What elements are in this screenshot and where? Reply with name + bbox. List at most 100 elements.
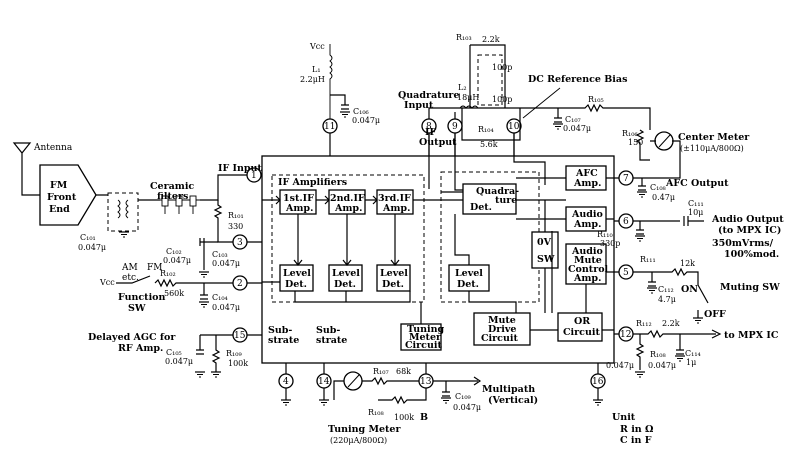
pin-7: 7 [618, 170, 634, 186]
pin-12: 12 [618, 326, 634, 342]
if-transformer [107, 192, 139, 232]
c111-value: 10μ [688, 208, 703, 217]
if-output-label: IF [425, 127, 436, 138]
if-output-label-2: Output [419, 137, 457, 148]
substrate-label-2: Sub- [316, 325, 340, 336]
muting-off-label: OFF [704, 309, 726, 320]
l1-value: 2.2μH [300, 75, 325, 84]
svg-text:Tuning: Tuning [407, 324, 445, 335]
quadrature-input-label: Quadrature [398, 90, 460, 101]
r112-label: R₁₁₂ [636, 319, 652, 328]
r110-label: R₁₁₀ [597, 230, 613, 239]
afc-output-label: AFC Output [665, 178, 729, 189]
muting-switch[interactable] [697, 284, 709, 318]
am-label: AM [121, 263, 138, 273]
tuning-meter-circuit: Tuning Meter Circuit [400, 323, 445, 351]
svg-text:2: 2 [237, 279, 243, 289]
svg-text:OR: OR [574, 316, 590, 327]
svg-text:4: 4 [283, 377, 289, 387]
svg-text:Drive: Drive [488, 324, 516, 335]
multipath-label-2: (Vertical) [488, 395, 538, 406]
fm-label: FM [147, 263, 162, 273]
pin-5: 5 [618, 264, 634, 280]
c101-value: 0.047μ [78, 243, 106, 252]
svg-text:ture: ture [495, 195, 517, 206]
ceramic-label-1: Ceramic [150, 181, 194, 192]
r104-label: R₁₀₄ [478, 125, 494, 134]
unit-c-label: C in F [620, 435, 652, 446]
substrate-label-1: Sub- [268, 325, 292, 336]
svg-text:Mute: Mute [488, 315, 516, 326]
svg-text:3rd.IF: 3rd.IF [378, 193, 411, 204]
svg-text:9: 9 [452, 122, 458, 132]
svg-text:5: 5 [623, 268, 629, 278]
if-amp-3: 3rd.IF Amp. [376, 189, 414, 215]
quadrature-det: Quadra- ture Det. [462, 183, 519, 215]
audio-mute-control-amp: Audio Mute Control Amp. [565, 243, 609, 285]
pins: 1 2 3 4 5 6 7 8 9 10 11 12 13 14 15 16 [232, 118, 634, 389]
svg-text:FM: FM [50, 180, 68, 191]
level-det-3: Level Det. [376, 264, 411, 292]
to-mpx-label: to MPX IC [724, 330, 779, 341]
svg-text:End: End [49, 204, 70, 215]
svg-text:Level: Level [283, 268, 311, 279]
svg-text:Circuit: Circuit [481, 333, 518, 344]
vcc-top-label: Vcc [309, 42, 325, 51]
c102-label: C₁₀₂ [166, 247, 182, 256]
pin-16: 16 [590, 373, 606, 389]
r107-label: R₁₀₇ [373, 367, 389, 376]
pin-9: 9 [447, 118, 463, 134]
unit-label: Unit [612, 412, 636, 423]
svg-text:SW: SW [537, 254, 555, 265]
svg-text:Det.: Det. [470, 202, 492, 213]
audio-output-label-4: 100%mod. [724, 249, 779, 260]
r103-label: R₁₀₃ [456, 33, 472, 42]
vcc-function-label: Vcc [99, 278, 115, 287]
quadrature-tank [477, 54, 503, 106]
level-det-2: Level Det. [328, 264, 363, 292]
pin-14: 14 [316, 373, 332, 389]
if-input-label: IF Input [218, 163, 262, 174]
svg-text:Mute: Mute [574, 255, 602, 266]
svg-text:Det.: Det. [382, 279, 404, 290]
if-amplifiers-label: IF Amplifiers [278, 177, 347, 188]
r106-value: 150 [628, 138, 643, 147]
muting-sw-label: Muting SW [720, 282, 780, 293]
c109-label: C₁₀₉ [455, 392, 472, 401]
audio-amp: Audio Amp. [565, 206, 607, 232]
svg-text:Amp.: Amp. [573, 178, 601, 189]
afc-amp: AFC Amp. [565, 165, 607, 191]
svg-text:3: 3 [237, 238, 243, 248]
l2-label: L₂ [458, 83, 467, 92]
svg-text:13: 13 [420, 377, 432, 387]
c112-value: 4.7μ [658, 295, 676, 304]
audio-output-label: Audio Output [711, 214, 784, 225]
l1-label: L₁ [312, 65, 321, 74]
quadrature-input-label-2: Input [404, 100, 434, 111]
agc-label: Delayed AGC for [88, 332, 176, 343]
pin-3: 3 [232, 234, 248, 250]
svg-text:Audio: Audio [571, 209, 603, 220]
svg-text:8: 8 [426, 122, 432, 132]
r109-label: R₁₀₉ [226, 349, 242, 358]
svg-text:Level: Level [332, 268, 360, 279]
c114-label: C₁₁₄ [685, 349, 701, 358]
r110-value: 330p [600, 239, 620, 248]
svg-text:Amp.: Amp. [334, 203, 362, 214]
function-sw-label-2: SW [128, 303, 146, 314]
svg-text:Amp.: Amp. [382, 203, 410, 214]
c106-value: 0.047μ [352, 116, 380, 125]
svg-text:1: 1 [251, 171, 257, 181]
b-label: B [420, 412, 428, 423]
svg-text:Level: Level [455, 268, 483, 279]
svg-text:2nd.IF: 2nd.IF [330, 193, 365, 204]
r105-label: R₁₀₅ [588, 95, 604, 104]
c105-value: 0.047μ [165, 357, 193, 366]
cap-100p-2: 100p [492, 95, 512, 104]
muting-on-label: ON [681, 284, 698, 295]
tuning-meter-label: Tuning Meter [328, 424, 401, 435]
c102-value: 0.047μ [163, 256, 191, 265]
agc-label-2: RF Amp. [118, 343, 163, 354]
substrate-label-1b: strate [268, 335, 299, 346]
